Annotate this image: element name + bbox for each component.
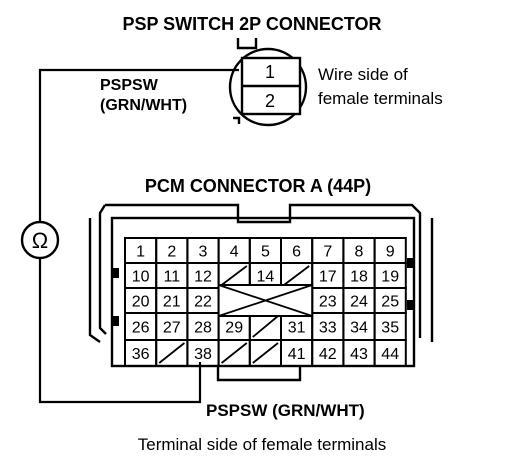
pcm-terminal-34: 34 — [350, 320, 368, 337]
pcm-terminal-31: 31 — [288, 320, 306, 337]
pcm-wire-label: PSPSW (GRN/WHT) — [206, 401, 365, 420]
pcm-housing-left-shell — [98, 204, 107, 335]
pcm-terminal-8: 8 — [355, 244, 364, 261]
pcm-terminal-4: 4 — [230, 244, 239, 261]
footer-caption: Terminal side of female terminals — [138, 435, 386, 454]
psp-connector-key — [233, 116, 241, 124]
pcm-terminal-9: 9 — [386, 244, 395, 261]
pcm-terminal-grid — [124, 237, 407, 367]
test-wires — [38, 68, 239, 404]
pcm-housing-markers — [112, 258, 414, 326]
pcm-housing-top-shell — [105, 203, 422, 338]
psp-side-note-1: Wire side of — [318, 65, 408, 84]
pcm-terminal-3: 3 — [199, 244, 208, 261]
pcm-terminal-44: 44 — [381, 346, 399, 363]
pcm-housing-bottom-tab — [216, 366, 302, 382]
psp-pin-1: 1 — [265, 62, 275, 82]
pcm-terminal-38: 38 — [194, 346, 212, 363]
pcm-terminal-33: 33 — [319, 320, 337, 337]
pcm-terminal-26: 26 — [132, 320, 150, 337]
pcm-terminal-21: 21 — [163, 294, 181, 311]
pcm-terminal-29: 29 — [225, 320, 243, 337]
pcm-empty-slot-mark — [158, 342, 185, 364]
pcm-terminal-19: 19 — [381, 269, 399, 286]
pcm-empty-slot-mark — [221, 265, 248, 286]
psp-connector — [228, 38, 308, 127]
psp-connector-title: PSP SWITCH 2P CONNECTOR — [122, 14, 381, 34]
ohmmeter-symbol: Ω — [32, 228, 48, 253]
pcm-terminal-42: 42 — [319, 346, 337, 363]
upper-test-lead — [38, 68, 239, 222]
pcm-terminal-2: 2 — [167, 244, 176, 261]
lower-test-lead — [38, 258, 202, 404]
pcm-empty-slot-mark — [221, 342, 248, 364]
pcm-terminal-36: 36 — [132, 346, 150, 363]
psp-wire-label: PSPSW — [100, 77, 159, 94]
psp-side-note-2: female terminals — [318, 89, 443, 108]
pcm-terminal-7: 7 — [323, 244, 332, 261]
pcm-terminal-43: 43 — [350, 346, 368, 363]
pcm-terminal-1: 1 — [136, 244, 145, 261]
pcm-terminal-14: 14 — [257, 269, 275, 286]
pcm-terminal-12: 12 — [194, 269, 212, 286]
psp-pin-2: 2 — [265, 91, 275, 111]
pcm-terminal-22: 22 — [194, 294, 212, 311]
pcm-empty-slot-mark — [283, 265, 310, 286]
pcm-terminal-27: 27 — [163, 320, 181, 337]
pcm-cell — [373, 339, 407, 367]
pcm-housing-left-outer — [88, 218, 101, 343]
pcm-terminal-5: 5 — [261, 244, 270, 261]
pcm-terminal-41: 41 — [288, 346, 306, 363]
pcm-empty-slot-mark — [252, 315, 279, 338]
pcm-terminal-6: 6 — [292, 244, 301, 261]
pcm-terminal-11: 11 — [163, 269, 180, 286]
pcm-terminal-24: 24 — [350, 294, 368, 311]
pcm-terminal-20: 20 — [132, 294, 150, 311]
psp-wire-color-label: (GRN/WHT) — [100, 97, 187, 114]
pcm-terminal-25: 25 — [381, 294, 399, 311]
psp-connector-latch — [236, 38, 258, 50]
pcm-terminal-10: 10 — [132, 269, 150, 286]
pcm-connector-title: PCM CONNECTOR A (44P) — [145, 176, 371, 196]
pcm-terminal-23: 23 — [319, 294, 337, 311]
pcm-terminal-17: 17 — [319, 269, 337, 286]
pcm-blocked-cross — [218, 284, 313, 317]
pcm-terminal-18: 18 — [350, 269, 368, 286]
pcm-terminal-35: 35 — [381, 320, 399, 337]
pcm-empty-slot-mark — [252, 342, 279, 364]
pcm-terminal-28: 28 — [194, 320, 212, 337]
ohmmeter-icon — [20, 220, 60, 260]
